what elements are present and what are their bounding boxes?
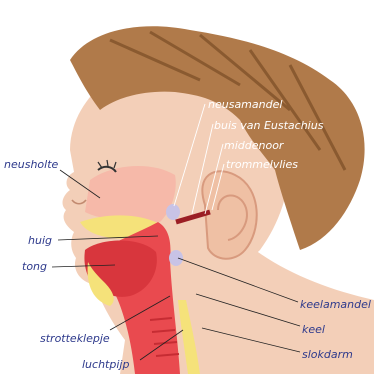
label-huig: huig (28, 234, 52, 247)
label-trommelvlies: trommelvlies (226, 158, 298, 171)
label-slokdarm: slokdarm (302, 348, 353, 361)
label-neusholte: neusholte (4, 158, 59, 171)
label-tong: tong (22, 260, 47, 273)
label-keelamandel: keelamandel (300, 298, 371, 311)
palatine-tonsil (169, 250, 183, 266)
label-buis-van-eustachius: buis van Eustachius (214, 119, 324, 132)
label-luchtpijp: luchtpijp (82, 358, 129, 371)
label-strotteklepje: strotteklepje (40, 332, 110, 345)
adenoid-tonsil (166, 204, 180, 220)
label-middenoor: middenoor (224, 139, 285, 152)
label-keel: keel (302, 323, 325, 336)
label-neusamandel: neusamandel (208, 98, 282, 111)
